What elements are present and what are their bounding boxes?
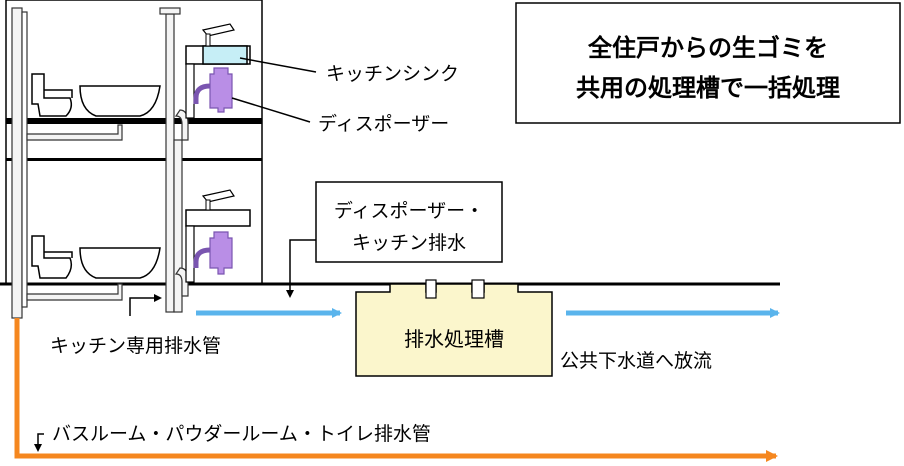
disposer-drain-box (315, 181, 503, 263)
toilet-icon (31, 235, 73, 279)
disposer-icon (209, 231, 233, 275)
other-pipe-pointer (34, 433, 44, 452)
upper-floor-slab (6, 118, 262, 124)
lower-counter (185, 209, 251, 227)
faucet-stem (205, 199, 211, 211)
kitchen-drain-stack (159, 7, 189, 313)
tank-inlet-2 (471, 279, 485, 299)
lower-toilet-branch (26, 283, 123, 301)
vent-cap (159, 7, 181, 15)
bathtub-icon (79, 247, 161, 279)
lower-kitchen-branch (174, 267, 189, 297)
upper-kitchen-branch (174, 109, 189, 141)
disposer-drain-label-1: ディスポーザー・ (334, 200, 484, 222)
sink-water-icon (202, 45, 248, 65)
bathtub-icon (79, 85, 161, 117)
kitchen-sink-label: キッチンシンク (326, 63, 459, 85)
toilet-icon (31, 73, 73, 117)
sink-callout-line (239, 57, 317, 73)
headline-line-1: 全住戸からの生ゴミを (587, 34, 828, 62)
sewer-discharge-label: 公共下水道へ放流 (560, 350, 712, 372)
kitchen-pipe-pointer (129, 294, 162, 316)
faucet-stem (205, 33, 211, 47)
headline-box (515, 2, 901, 124)
disposer-label: ディスポーザー (318, 113, 449, 135)
toilet-seat (44, 251, 73, 258)
disposer-trap (193, 83, 211, 104)
disposer-callout-line (231, 97, 311, 123)
disposer-drain-pointer (286, 239, 316, 298)
upper-toilet-branch (26, 124, 123, 141)
toilet-seat (44, 89, 73, 98)
upper-toilet (31, 73, 73, 117)
lower-kitchen (185, 189, 251, 283)
tank-inlet-1 (425, 279, 437, 299)
toilet-drain-stack (11, 7, 123, 319)
toilet-stack-pipe-inner (21, 11, 28, 308)
cabinet-side (185, 63, 195, 119)
disposer-trap (193, 247, 211, 268)
other-pipe-label: バスルーム・パウダールーム・トイレ排水管 (52, 423, 431, 445)
kitchen-stack-pipe (165, 13, 175, 313)
disposer-drain-label-2: キッチン排水 (352, 232, 466, 254)
kitchen-pipe-label: キッチン専用排水管 (50, 335, 221, 357)
lower-toilet (31, 235, 73, 279)
headline-line-2: 共用の処理槽で一括処理 (576, 74, 840, 102)
cabinet-side (185, 225, 195, 283)
treatment-tank: 排水処理槽 (355, 279, 553, 377)
toilet-stack-pipe (11, 7, 23, 319)
disposer-icon (209, 67, 233, 113)
toilet-flow-arrow (14, 318, 778, 462)
middle-ceiling-line (6, 158, 262, 161)
upper-kitchen (185, 23, 251, 119)
tank-label: 排水処理槽 (404, 327, 504, 351)
kitchen-stack-pipe-2 (173, 139, 183, 313)
